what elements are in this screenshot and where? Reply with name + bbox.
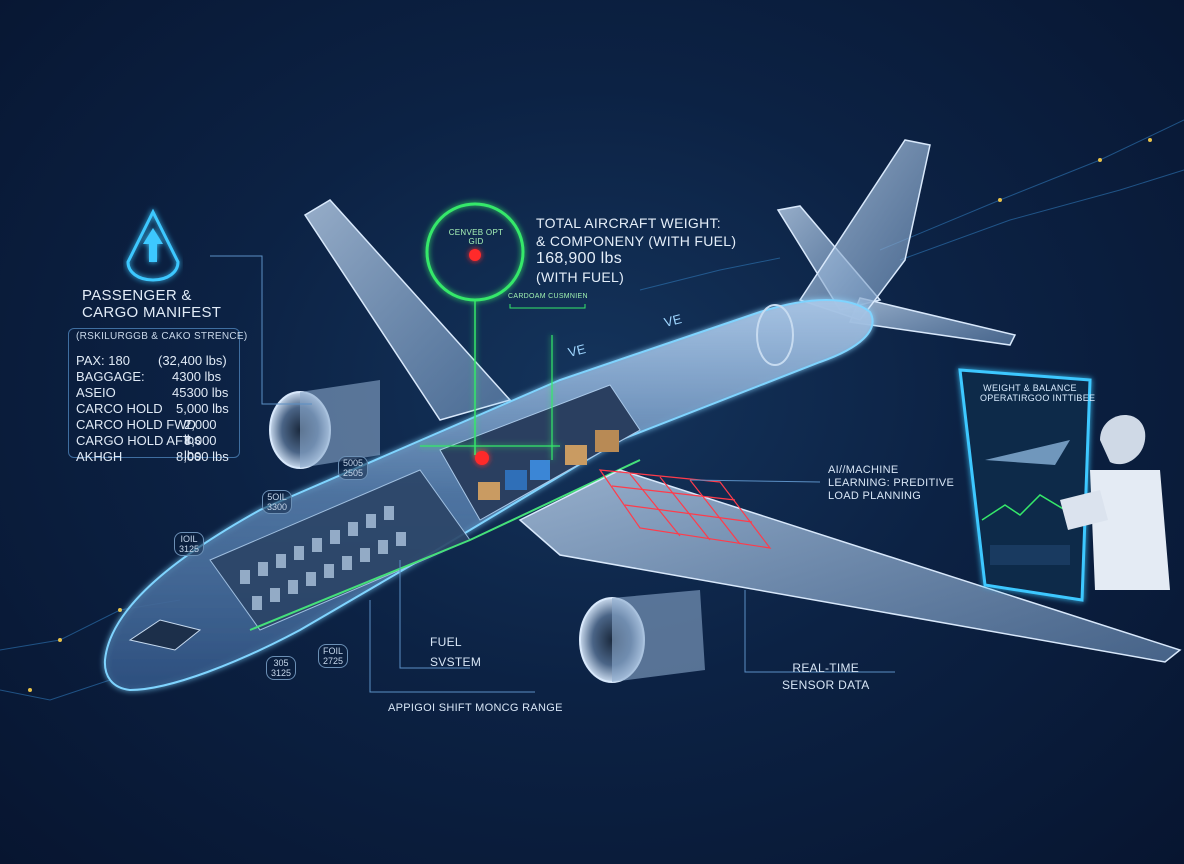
manifest-title-line1: PASSENGER & bbox=[82, 287, 192, 304]
fuel-system-label: FUEL SVSTEM bbox=[430, 632, 481, 672]
cg-label-line2: GID bbox=[468, 237, 484, 246]
manifest-header: (RSKILURGGB & CAKO STRENCE) bbox=[76, 331, 248, 342]
manifest-title-line2: CARGO MANIFEST bbox=[82, 304, 222, 321]
manifest-row: BAGGAGE: 4300 lbs bbox=[76, 369, 236, 385]
ai-line1: AI//MACHINE bbox=[828, 464, 899, 476]
cg-range-label: CARDOAM CUSMNIEN bbox=[508, 293, 588, 300]
sensor-data-label: REAL-TIME SENSOR DATA bbox=[782, 660, 870, 694]
engineer-figure bbox=[1060, 414, 1170, 590]
cg-range-bracket bbox=[509, 304, 586, 309]
manifest-row-label: AKHGH bbox=[76, 449, 123, 464]
engine-right bbox=[579, 590, 705, 683]
manifest-row: PAX: 180 (32,400 lbs) bbox=[76, 353, 236, 369]
manifest-row-label: CARCO HOLD FWD bbox=[76, 417, 196, 432]
cg-shift-label: APPIGOI SHIFT MONCG RANGE bbox=[388, 702, 563, 714]
weight-line1: TOTAL AIRCRAFT WEIGHT: bbox=[536, 215, 721, 231]
engine-left bbox=[269, 380, 380, 469]
manifest-row-label: CARCO HOLD bbox=[76, 401, 163, 416]
fuel-line1: FUEL bbox=[430, 635, 462, 649]
sensor-tag: FOIL 2725 bbox=[318, 644, 349, 668]
manifest-row-value: 45300 lbs bbox=[172, 385, 229, 400]
weight-value: 168,900 lbs bbox=[536, 250, 623, 267]
fuselage-ring bbox=[756, 304, 794, 366]
tablet-line2: OPERATIRGOO INTTIBEE bbox=[980, 393, 1096, 403]
manifest-row-value: (32,400 lbs) bbox=[158, 353, 227, 368]
manifest-row-value: 5,000 lbs bbox=[176, 401, 229, 416]
ai-load-planning-label: AI//MACHINE LEARNING: PREDITIVE LOAD PLA… bbox=[828, 464, 954, 503]
passenger-seats bbox=[240, 506, 406, 610]
manifest-row: ASEIO 45300 lbs bbox=[76, 385, 236, 401]
manifest-row: CARCO HOLD 5,000 lbs bbox=[76, 401, 236, 417]
cockpit-windows bbox=[128, 619, 202, 651]
sensor-tag: IOIL 3125 bbox=[174, 532, 205, 556]
cargo-boxes bbox=[478, 430, 619, 500]
fuel-line2: SVSTEM bbox=[430, 655, 482, 669]
horizontal-stabilizer-right bbox=[848, 297, 1017, 346]
manifest-upload-icon bbox=[126, 208, 180, 282]
manifest-row-value: 4300 lbs bbox=[172, 369, 222, 384]
callout-lines bbox=[210, 255, 895, 693]
manifest-panel bbox=[68, 328, 240, 458]
total-weight-readout: TOTAL AIRCRAFT WEIGHT: & COMPONENY (WITH… bbox=[536, 214, 736, 286]
ai-line2: LEARNING: PREDITIVE bbox=[828, 477, 955, 489]
network-lines bbox=[0, 119, 1184, 701]
right-wing bbox=[518, 469, 1182, 663]
ai-line3: LOAD PLANNING bbox=[828, 490, 922, 502]
tablet-title: WEIGHT & BALANCE OPERATIRGOO INTTIBEE bbox=[980, 383, 1096, 403]
manifest-row-label: BAGGAGE: bbox=[76, 369, 145, 384]
sensor-tag: 305 3125 bbox=[266, 656, 297, 680]
manifest-row-value: 8,000 lbs bbox=[184, 433, 217, 463]
tablet-panel bbox=[958, 368, 1092, 602]
sensor-line1: REAL-TIME bbox=[792, 661, 860, 675]
manifest-row-label: CARGO HOLD AFT bbox=[76, 433, 191, 448]
load-planning-grid bbox=[598, 469, 772, 549]
sensor-tag-text: 5005 2505 bbox=[343, 458, 364, 478]
sensor-line2: SENSOR DATA bbox=[782, 678, 870, 692]
manifest-row-value: 8,000 lbs bbox=[176, 449, 229, 464]
weight-line4: (WITH FUEL) bbox=[536, 269, 625, 285]
network-dots bbox=[28, 138, 1152, 692]
manifest-row-label: ASEIO bbox=[76, 385, 116, 400]
cg-target-label: CENVEB OPT GID bbox=[446, 228, 506, 246]
sensor-tag: 5OIL 3300 bbox=[262, 490, 293, 514]
cabin-floor-line bbox=[249, 459, 641, 631]
sensor-tag-text: FOIL 2725 bbox=[323, 646, 344, 666]
sensor-tag: 5005 2505 bbox=[338, 456, 369, 480]
weight-line2: & COMPONENY (WITH FUEL) bbox=[536, 233, 737, 249]
manifest-title: PASSENGER & CARGO MANIFEST bbox=[82, 287, 221, 321]
sensor-tag-text: 305 3125 bbox=[271, 658, 292, 678]
sensor-tag-text: 5OIL 3300 bbox=[267, 492, 288, 512]
left-wing bbox=[303, 199, 512, 421]
manifest-row: AKHGH 8,000 lbs bbox=[76, 449, 236, 465]
cg-target bbox=[420, 202, 560, 465]
tablet-line1: WEIGHT & BALANCE bbox=[983, 383, 1077, 393]
manifest-row-value: 2,000 lbs bbox=[184, 417, 217, 447]
manifest-row-label: PAX: 180 bbox=[76, 353, 130, 368]
sensor-tag-text: IOIL 3125 bbox=[179, 534, 200, 554]
cg-label-line1: CENVEB OPT bbox=[448, 228, 504, 237]
